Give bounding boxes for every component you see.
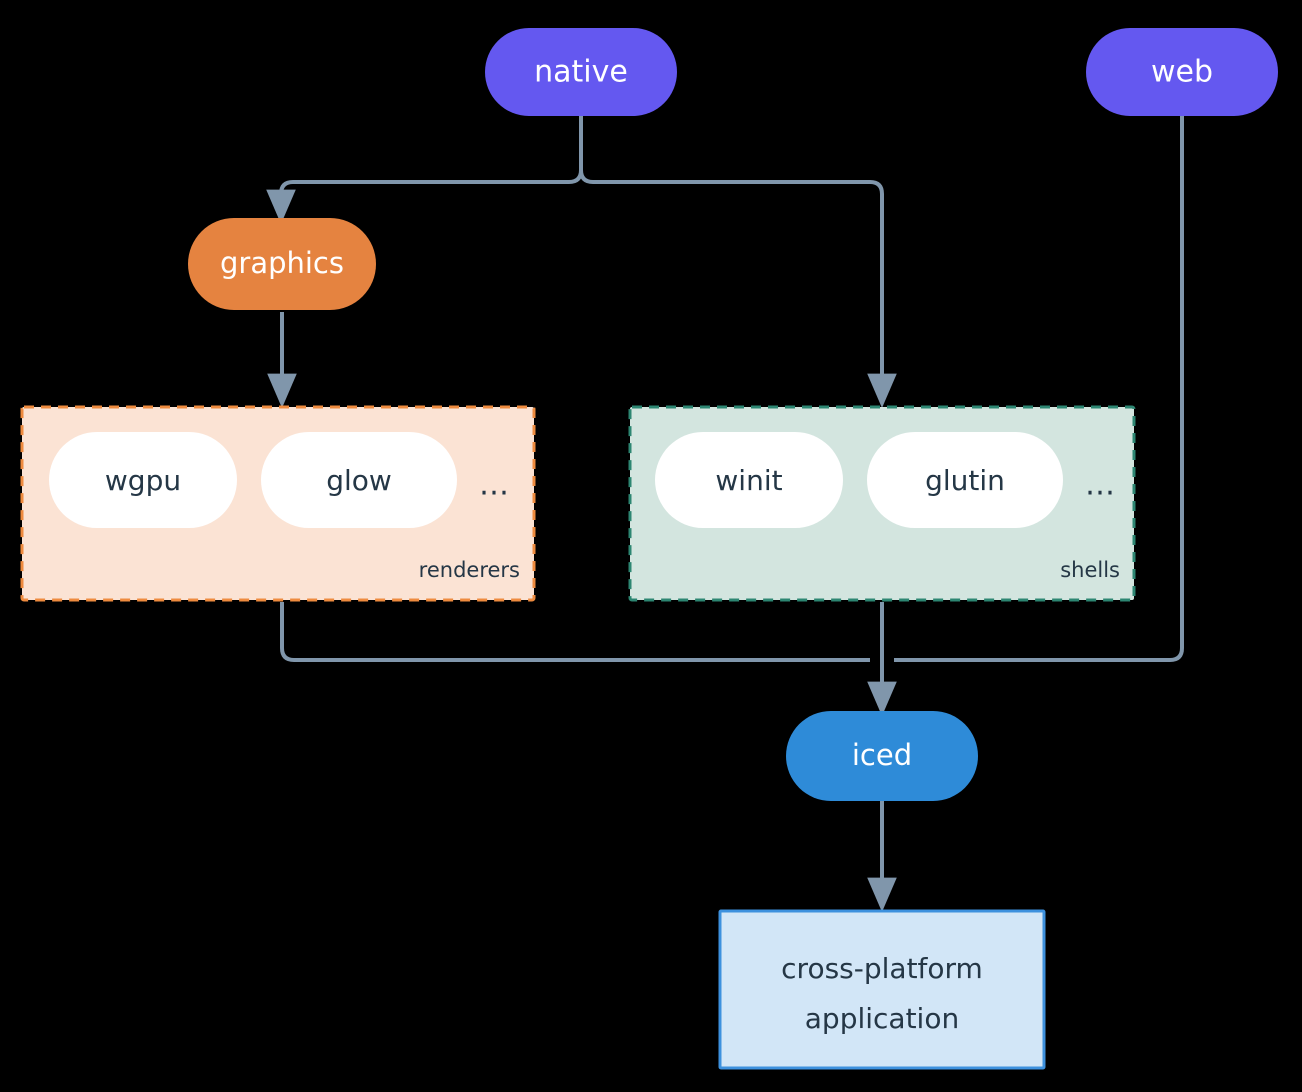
application-label-line2: application	[805, 1002, 959, 1035]
group-renderers: wgpu glow … renderers	[20, 405, 536, 602]
shells-ellipsis: …	[1085, 468, 1115, 503]
pill-shape	[49, 432, 237, 528]
renderers-ellipsis: …	[479, 468, 509, 503]
application-label-line1: cross-platform	[781, 952, 983, 985]
application-shape	[718, 909, 1046, 1070]
node-application[interactable]: cross-platform application	[718, 909, 1046, 1070]
iced-shape	[786, 711, 978, 801]
edge-renderers-to-iced	[280, 602, 870, 662]
shells-group-caption: shells	[1060, 558, 1120, 582]
edge-native-to-shells	[579, 116, 897, 409]
shells-pill-glutin[interactable]: glutin	[867, 432, 1063, 528]
iced-label: iced	[852, 738, 912, 772]
native-label: native	[534, 55, 628, 90]
web-label: web	[1151, 55, 1213, 90]
edge-native-to-graphics	[266, 116, 583, 225]
pill-label-winit: winit	[715, 464, 782, 497]
pill-shape	[261, 432, 457, 528]
shells-pill-winit[interactable]: winit	[655, 432, 843, 528]
renderers-group-caption: renderers	[419, 558, 520, 582]
pill-label-glow: glow	[326, 464, 392, 497]
graphics-label: graphics	[220, 246, 344, 280]
node-iced[interactable]: iced	[786, 711, 978, 801]
pill-label-wgpu: wgpu	[105, 464, 181, 497]
pill-shape	[655, 432, 843, 528]
group-shells: winit glutin … shells	[628, 405, 1136, 602]
web-shape	[1086, 28, 1278, 116]
pill-shape	[867, 432, 1063, 528]
native-shape	[485, 28, 677, 116]
renderers-pill-glow[interactable]: glow	[261, 432, 457, 528]
renderers-pill-wgpu[interactable]: wgpu	[49, 432, 237, 528]
graphics-shape	[188, 218, 376, 310]
pill-label-glutin: glutin	[925, 464, 1005, 497]
edge-web-to-iced	[894, 116, 1184, 662]
edge-layer	[266, 116, 1184, 913]
node-graphics[interactable]: graphics	[188, 218, 376, 310]
node-web[interactable]: web	[1086, 28, 1278, 116]
node-native[interactable]: native	[485, 28, 677, 116]
